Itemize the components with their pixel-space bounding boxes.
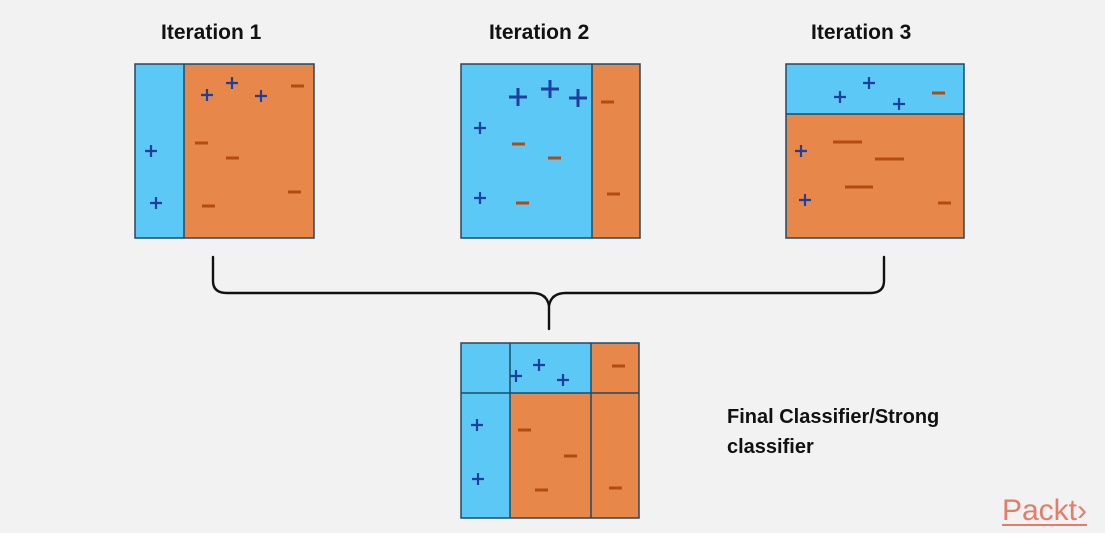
plus-mark: [863, 77, 875, 89]
plus-mark: [201, 89, 213, 101]
plus-mark: [795, 145, 807, 157]
iteration-3-title: Iteration 3: [811, 21, 912, 44]
plus-mark: [799, 194, 811, 206]
positive-region: [461, 64, 592, 238]
final-classifier-panel: [460, 342, 640, 519]
plus-mark: [510, 370, 522, 382]
negative-region: [786, 114, 964, 238]
plus-mark: [533, 359, 545, 371]
caption-line-2: classifier: [727, 436, 814, 458]
combine-brace: [211, 255, 886, 331]
negative-region: [592, 64, 640, 238]
iteration-1-panel: [134, 63, 315, 239]
panel-border: [460, 342, 640, 519]
positive-region-top: [510, 343, 591, 393]
plus-mark: [474, 122, 486, 134]
plus-mark: [893, 98, 905, 110]
plus-mark: [472, 473, 484, 485]
plus-mark: [150, 197, 162, 209]
plus-mark: [474, 192, 486, 204]
iteration-1-title: Iteration 1: [161, 21, 262, 44]
plus-mark: [541, 80, 559, 98]
positive-region: [135, 64, 184, 238]
iteration-3-panel: [785, 63, 965, 239]
plus-mark: [834, 91, 846, 103]
plus-mark: [145, 145, 157, 157]
final-classifier-caption: Final Classifier/Strong classifier: [727, 402, 939, 462]
plus-mark: [226, 77, 238, 89]
plus-mark: [509, 88, 527, 106]
panel-border: [460, 63, 641, 239]
positive-region-left: [461, 343, 510, 518]
plus-mark: [255, 90, 267, 102]
positive-region: [786, 64, 964, 114]
plus-mark: [569, 89, 587, 107]
plus-mark: [557, 374, 569, 386]
panel-border: [785, 63, 965, 239]
plus-mark: [471, 419, 483, 431]
iteration-2-panel: [460, 63, 641, 239]
iteration-2-title: Iteration 2: [489, 21, 590, 44]
negative-region: [184, 64, 314, 238]
panel-border: [134, 63, 315, 239]
packt-logo: Packt›: [1001, 494, 1087, 527]
caption-line-1: Final Classifier/Strong: [727, 406, 940, 428]
